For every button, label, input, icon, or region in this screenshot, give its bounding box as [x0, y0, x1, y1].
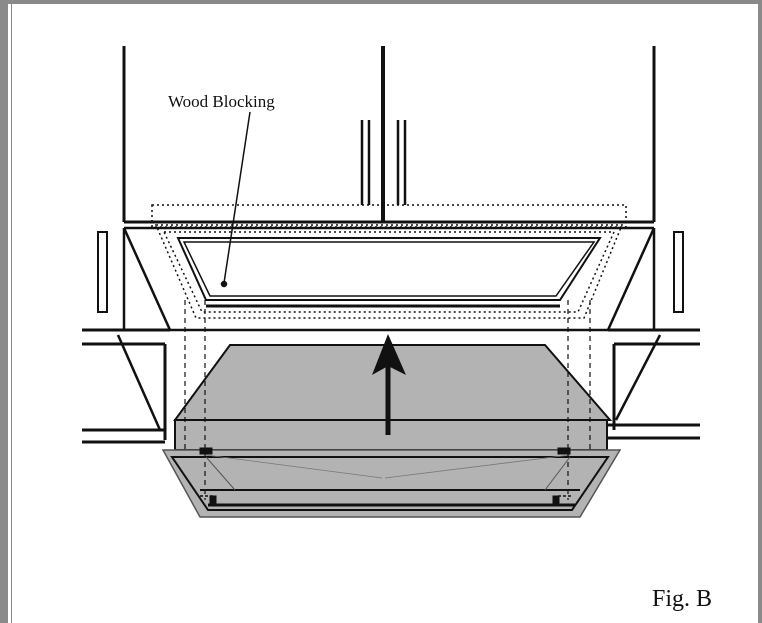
- callout-leader: [220, 111, 251, 288]
- cabinet-handles-side: [97, 231, 684, 313]
- figure-label: Fig. B: [652, 586, 712, 612]
- mounting-brackets: [199, 447, 572, 507]
- alignment-lines: [184, 300, 591, 500]
- cabinet-opening: [122, 226, 656, 332]
- cabinet-side-panels: [116, 228, 662, 431]
- range-hood: [161, 344, 622, 518]
- cabinet-handles-upper: [360, 120, 407, 205]
- upper-cabinets: [122, 46, 656, 224]
- lift-arrow: [372, 334, 406, 435]
- wood-blocking-label: Wood Blocking: [168, 92, 275, 111]
- wood-blocking: [151, 204, 627, 319]
